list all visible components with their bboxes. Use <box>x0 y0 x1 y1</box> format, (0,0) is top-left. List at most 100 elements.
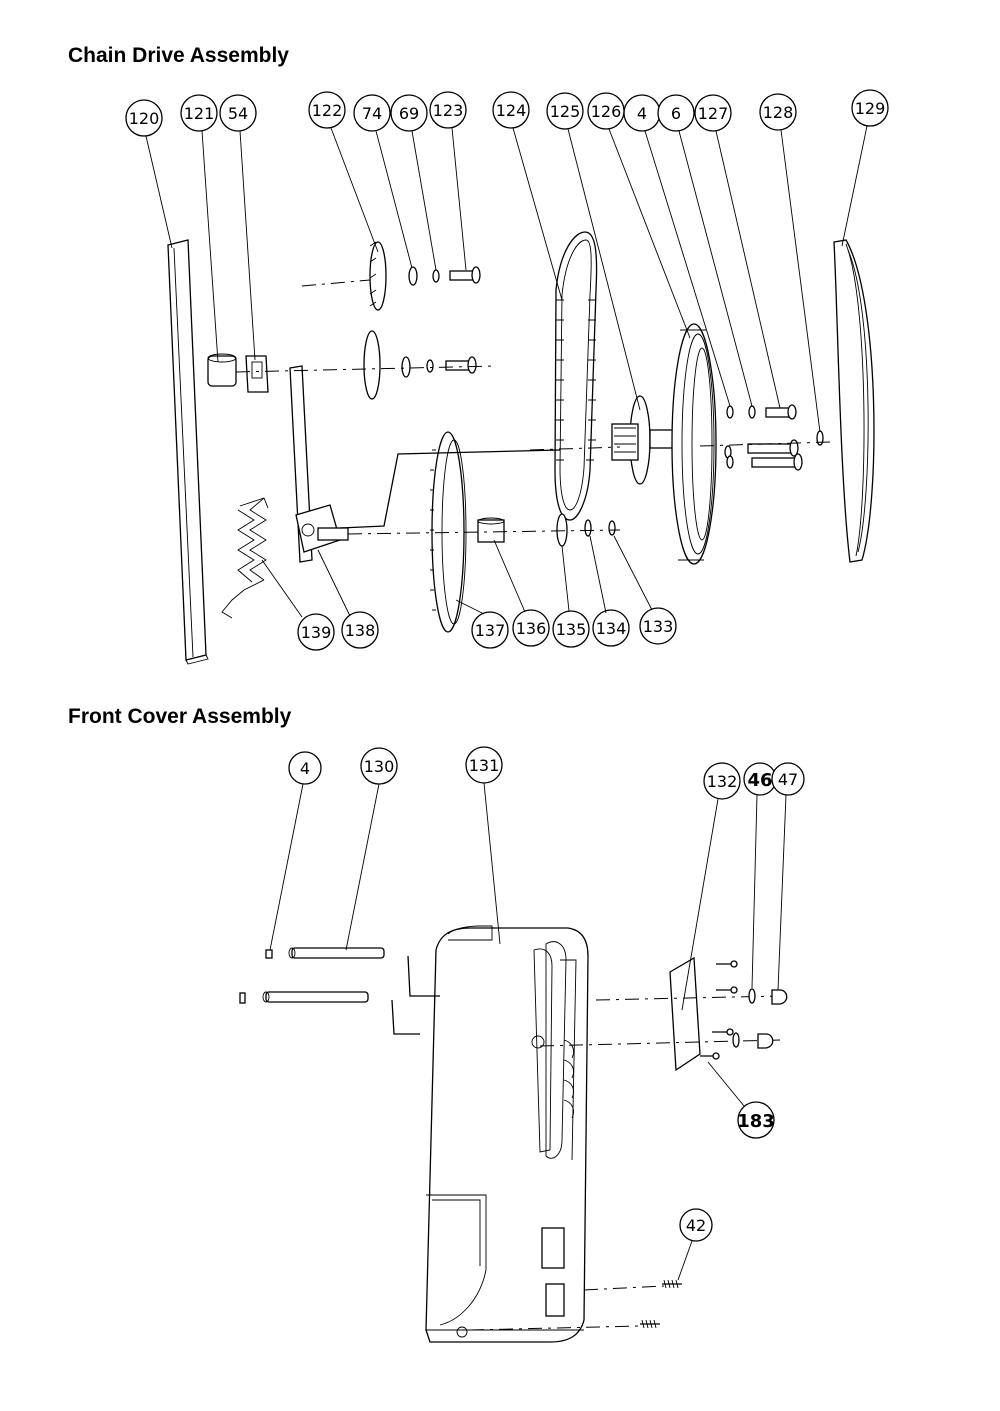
svg-text:139: 139 <box>301 623 332 642</box>
svg-text:127: 127 <box>698 104 729 123</box>
washer-128 <box>816 430 824 446</box>
svg-text:122: 122 <box>312 101 343 120</box>
svg-text:42: 42 <box>686 1216 706 1235</box>
svg-text:74: 74 <box>362 104 382 123</box>
callout-129: 129 <box>851 89 889 127</box>
bolt-123 <box>449 266 481 284</box>
chain-124 <box>554 231 598 521</box>
svg-text:133: 133 <box>643 617 674 636</box>
svg-text:120: 120 <box>129 109 160 128</box>
svg-text:135: 135 <box>556 620 587 639</box>
svg-text:137: 137 <box>475 621 506 640</box>
callout-130: 130 <box>360 747 398 785</box>
washer-133 <box>608 520 616 536</box>
svg-text:183: 183 <box>737 1111 775 1132</box>
washer-46-lower <box>732 1032 740 1048</box>
callout-74: 74 <box>353 94 391 132</box>
svg-text:138: 138 <box>345 621 376 640</box>
svg-text:121: 121 <box>184 104 215 123</box>
callout-47: 47 <box>771 762 805 796</box>
callout-123: 123 <box>429 91 467 129</box>
washer-74 <box>408 266 418 286</box>
washer-134 <box>584 519 592 537</box>
callout-127: 127 <box>694 94 732 132</box>
svg-text:132: 132 <box>707 772 738 791</box>
callout-46: 46 <box>743 762 777 796</box>
callout-134: 134 <box>592 609 630 647</box>
bracket-54 <box>245 355 269 393</box>
washer-lower-a <box>401 356 411 378</box>
idler-arm-138 <box>289 365 349 563</box>
spring-139 <box>221 497 269 619</box>
svg-text:129: 129 <box>855 99 886 118</box>
sprocket-135 <box>556 513 568 547</box>
callout-139: 139 <box>297 613 335 651</box>
callout-138: 138 <box>341 611 379 649</box>
callout-126: 126 <box>587 92 625 130</box>
screw-42 <box>640 1279 682 1329</box>
callouts-front-cover: 4 130 131 132 46 47 183 42 <box>288 746 805 1242</box>
idler-sprocket-122 <box>369 241 387 311</box>
callout-136: 136 <box>512 609 550 647</box>
callout-124: 124 <box>492 91 530 129</box>
svg-text:4: 4 <box>637 104 647 123</box>
washer-46 <box>748 988 756 1004</box>
callout-121: 121 <box>180 94 218 132</box>
callout-54: 54 <box>219 94 257 132</box>
svg-text:46: 46 <box>747 770 772 791</box>
cap-nut-47 <box>757 989 788 1049</box>
svg-text:125: 125 <box>550 102 581 121</box>
svg-text:6: 6 <box>671 104 681 123</box>
side-plate-120 <box>167 239 209 665</box>
crank-hub-125 <box>611 395 681 485</box>
svg-text:47: 47 <box>778 770 798 789</box>
svg-text:136: 136 <box>516 619 547 638</box>
idler-sprocket-lower <box>363 330 381 400</box>
bushing-136 <box>477 517 505 543</box>
pin-4-lower <box>239 992 246 1004</box>
leaders-chain-drive <box>145 125 868 618</box>
axle-rods-130 <box>262 947 385 1003</box>
bolt-lower <box>445 356 477 374</box>
pin-4-upper <box>265 949 273 959</box>
svg-text:126: 126 <box>591 102 622 121</box>
callout-133: 133 <box>639 607 677 645</box>
pedal-axle-set <box>724 439 803 471</box>
front-cover-assembly: 4 130 131 132 46 47 183 42 <box>239 746 805 1343</box>
callout-69: 69 <box>390 94 428 132</box>
callout-132: 132 <box>703 762 741 800</box>
screws-183 <box>700 960 738 1060</box>
callout-137: 137 <box>471 611 509 649</box>
svg-text:130: 130 <box>364 757 395 776</box>
svg-text:123: 123 <box>433 101 464 120</box>
callout-135: 135 <box>552 610 590 648</box>
bushing-121 <box>207 353 237 387</box>
svg-text:131: 131 <box>469 756 500 775</box>
svg-text:54: 54 <box>228 104 248 123</box>
front-cover-131 <box>425 925 589 1343</box>
callout-131: 131 <box>465 746 503 784</box>
callouts-chain-drive: 120 121 54 122 74 69 123 124 125 126 4 6… <box>125 89 889 651</box>
svg-text:134: 134 <box>596 619 627 638</box>
front-cover-title: Front Cover Assembly <box>68 705 292 728</box>
svg-text:4: 4 <box>300 759 310 778</box>
callout-42: 42 <box>679 1208 713 1242</box>
callout-125: 125 <box>546 92 584 130</box>
washer-lower-b <box>426 359 434 373</box>
display-plate-132 <box>669 956 701 1072</box>
washer-4 <box>726 405 734 419</box>
callout-122: 122 <box>308 91 346 129</box>
outer-cover-129 <box>833 239 875 563</box>
callout-120: 120 <box>125 99 163 137</box>
bolt-127 <box>765 404 797 420</box>
callout-4: 4 <box>623 94 661 132</box>
washer-6 <box>748 405 756 419</box>
chain-drive-assembly: 120 121 54 122 74 69 123 124 125 126 4 6… <box>125 89 889 665</box>
flywheel-126 <box>671 323 717 565</box>
callout-183: 183 <box>737 1101 775 1139</box>
leaders-front-cover <box>269 782 787 1281</box>
svg-text:69: 69 <box>399 104 419 123</box>
svg-text:128: 128 <box>763 103 794 122</box>
callout-128: 128 <box>759 93 797 131</box>
